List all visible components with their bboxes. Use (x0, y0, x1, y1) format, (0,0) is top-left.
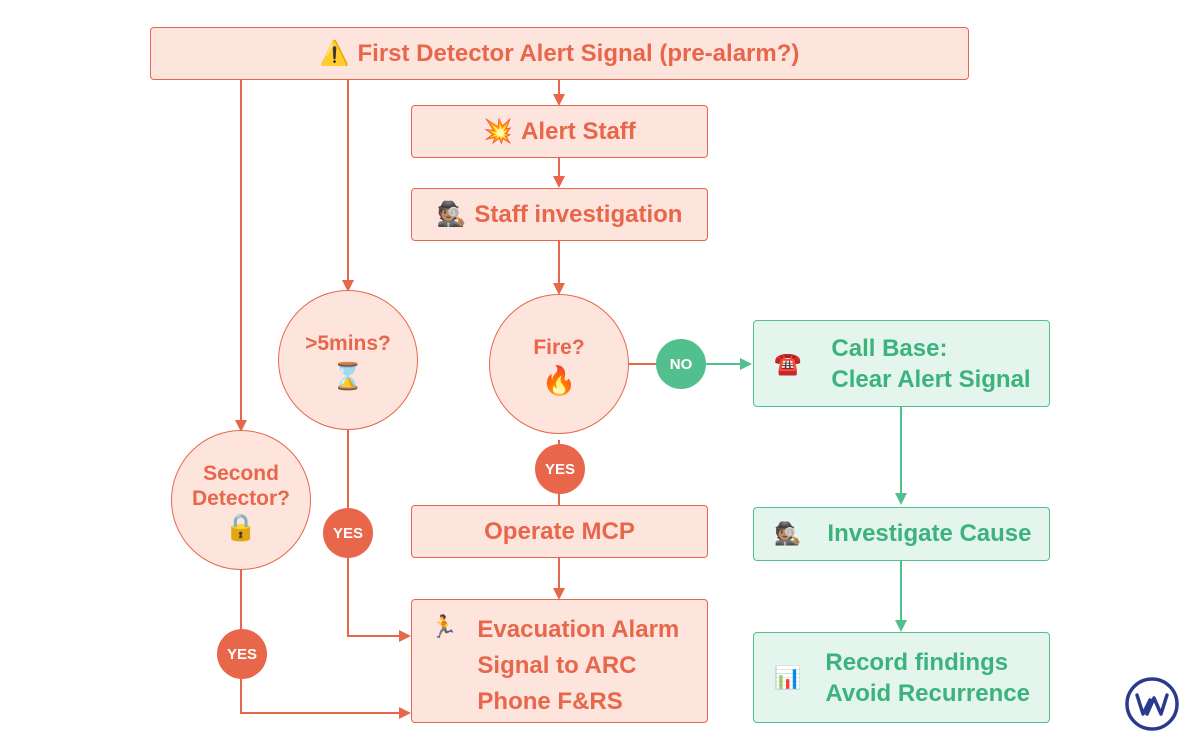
second-detector-yes-badge: YES (217, 629, 267, 679)
second-detector-label-line1: Second (203, 461, 279, 485)
evacuation-box: 🏃 Evacuation Alarm Signal to ARC Phone F… (411, 599, 708, 723)
lock-icon: 🔒 (224, 511, 258, 542)
record-findings-line1: Record findings (825, 648, 1009, 676)
edge-second-detector-to-evacuation (240, 570, 411, 719)
staff-investigation-label: Staff investigation (474, 200, 683, 228)
edge-5mins-to-evacuation (347, 427, 411, 642)
five-mins-yes-badge: YES (323, 508, 373, 558)
record-findings-box: 📊 Record findings Avoid Recurrence (753, 632, 1050, 723)
call-base-line2: Clear Alert Signal (831, 365, 1031, 393)
five-mins-decision: >5mins? ⌛ (278, 290, 418, 430)
second-detector-decision: Second Detector? 🔒 (171, 430, 311, 570)
hourglass-icon: ⌛ (331, 361, 365, 391)
wm-logo-icon (1125, 677, 1179, 731)
investigate-cause-box: 🕵🏽 Investigate Cause (753, 507, 1050, 561)
operate-mcp-box: Operate MCP (411, 505, 708, 558)
fire-no-badge: NO (656, 339, 706, 389)
detective-icon: 🕵🏽 (436, 201, 467, 228)
runner-icon: 🏃 (430, 614, 458, 639)
call-base-box: ☎️ Call Base: Clear Alert Signal (753, 320, 1050, 407)
fire-yes-badge: YES (535, 444, 585, 494)
fire-decision-label: Fire? (533, 336, 585, 359)
staff-investigation-box: 🕵🏽 Staff investigation (411, 188, 708, 241)
investigate-cause-label: Investigate Cause (827, 520, 1032, 547)
first-detector-alert-label: First Detector Alert Signal (pre-alarm?) (357, 39, 800, 67)
alert-staff-box: 💥 Alert Staff (411, 105, 708, 158)
evacuation-line2: Signal to ARC (477, 652, 637, 679)
evacuation-line3: Phone F&RS (477, 688, 623, 715)
five-mins-decision-label: >5mins? (305, 332, 391, 355)
call-base-line1: Call Base: (831, 334, 948, 362)
record-findings-line2: Avoid Recurrence (825, 679, 1030, 707)
detective-icon: 🕵🏽 (774, 521, 802, 546)
collision-icon: 💥 (483, 118, 514, 145)
bar-chart-icon: 📊 (774, 664, 802, 690)
fire-decision: Fire? 🔥 (489, 294, 629, 434)
telephone-icon: ☎️ (774, 350, 802, 376)
fire-icon: 🔥 (541, 365, 577, 396)
operate-mcp-label: Operate MCP (484, 517, 635, 545)
alert-staff-label: Alert Staff (521, 117, 636, 145)
warning-icon: ⚠️ (319, 40, 350, 67)
second-detector-label-line2: Detector? (191, 486, 291, 510)
evacuation-line1: Evacuation Alarm (477, 616, 680, 643)
first-detector-alert-box: ⚠️ First Detector Alert Signal (pre-alar… (150, 27, 969, 80)
